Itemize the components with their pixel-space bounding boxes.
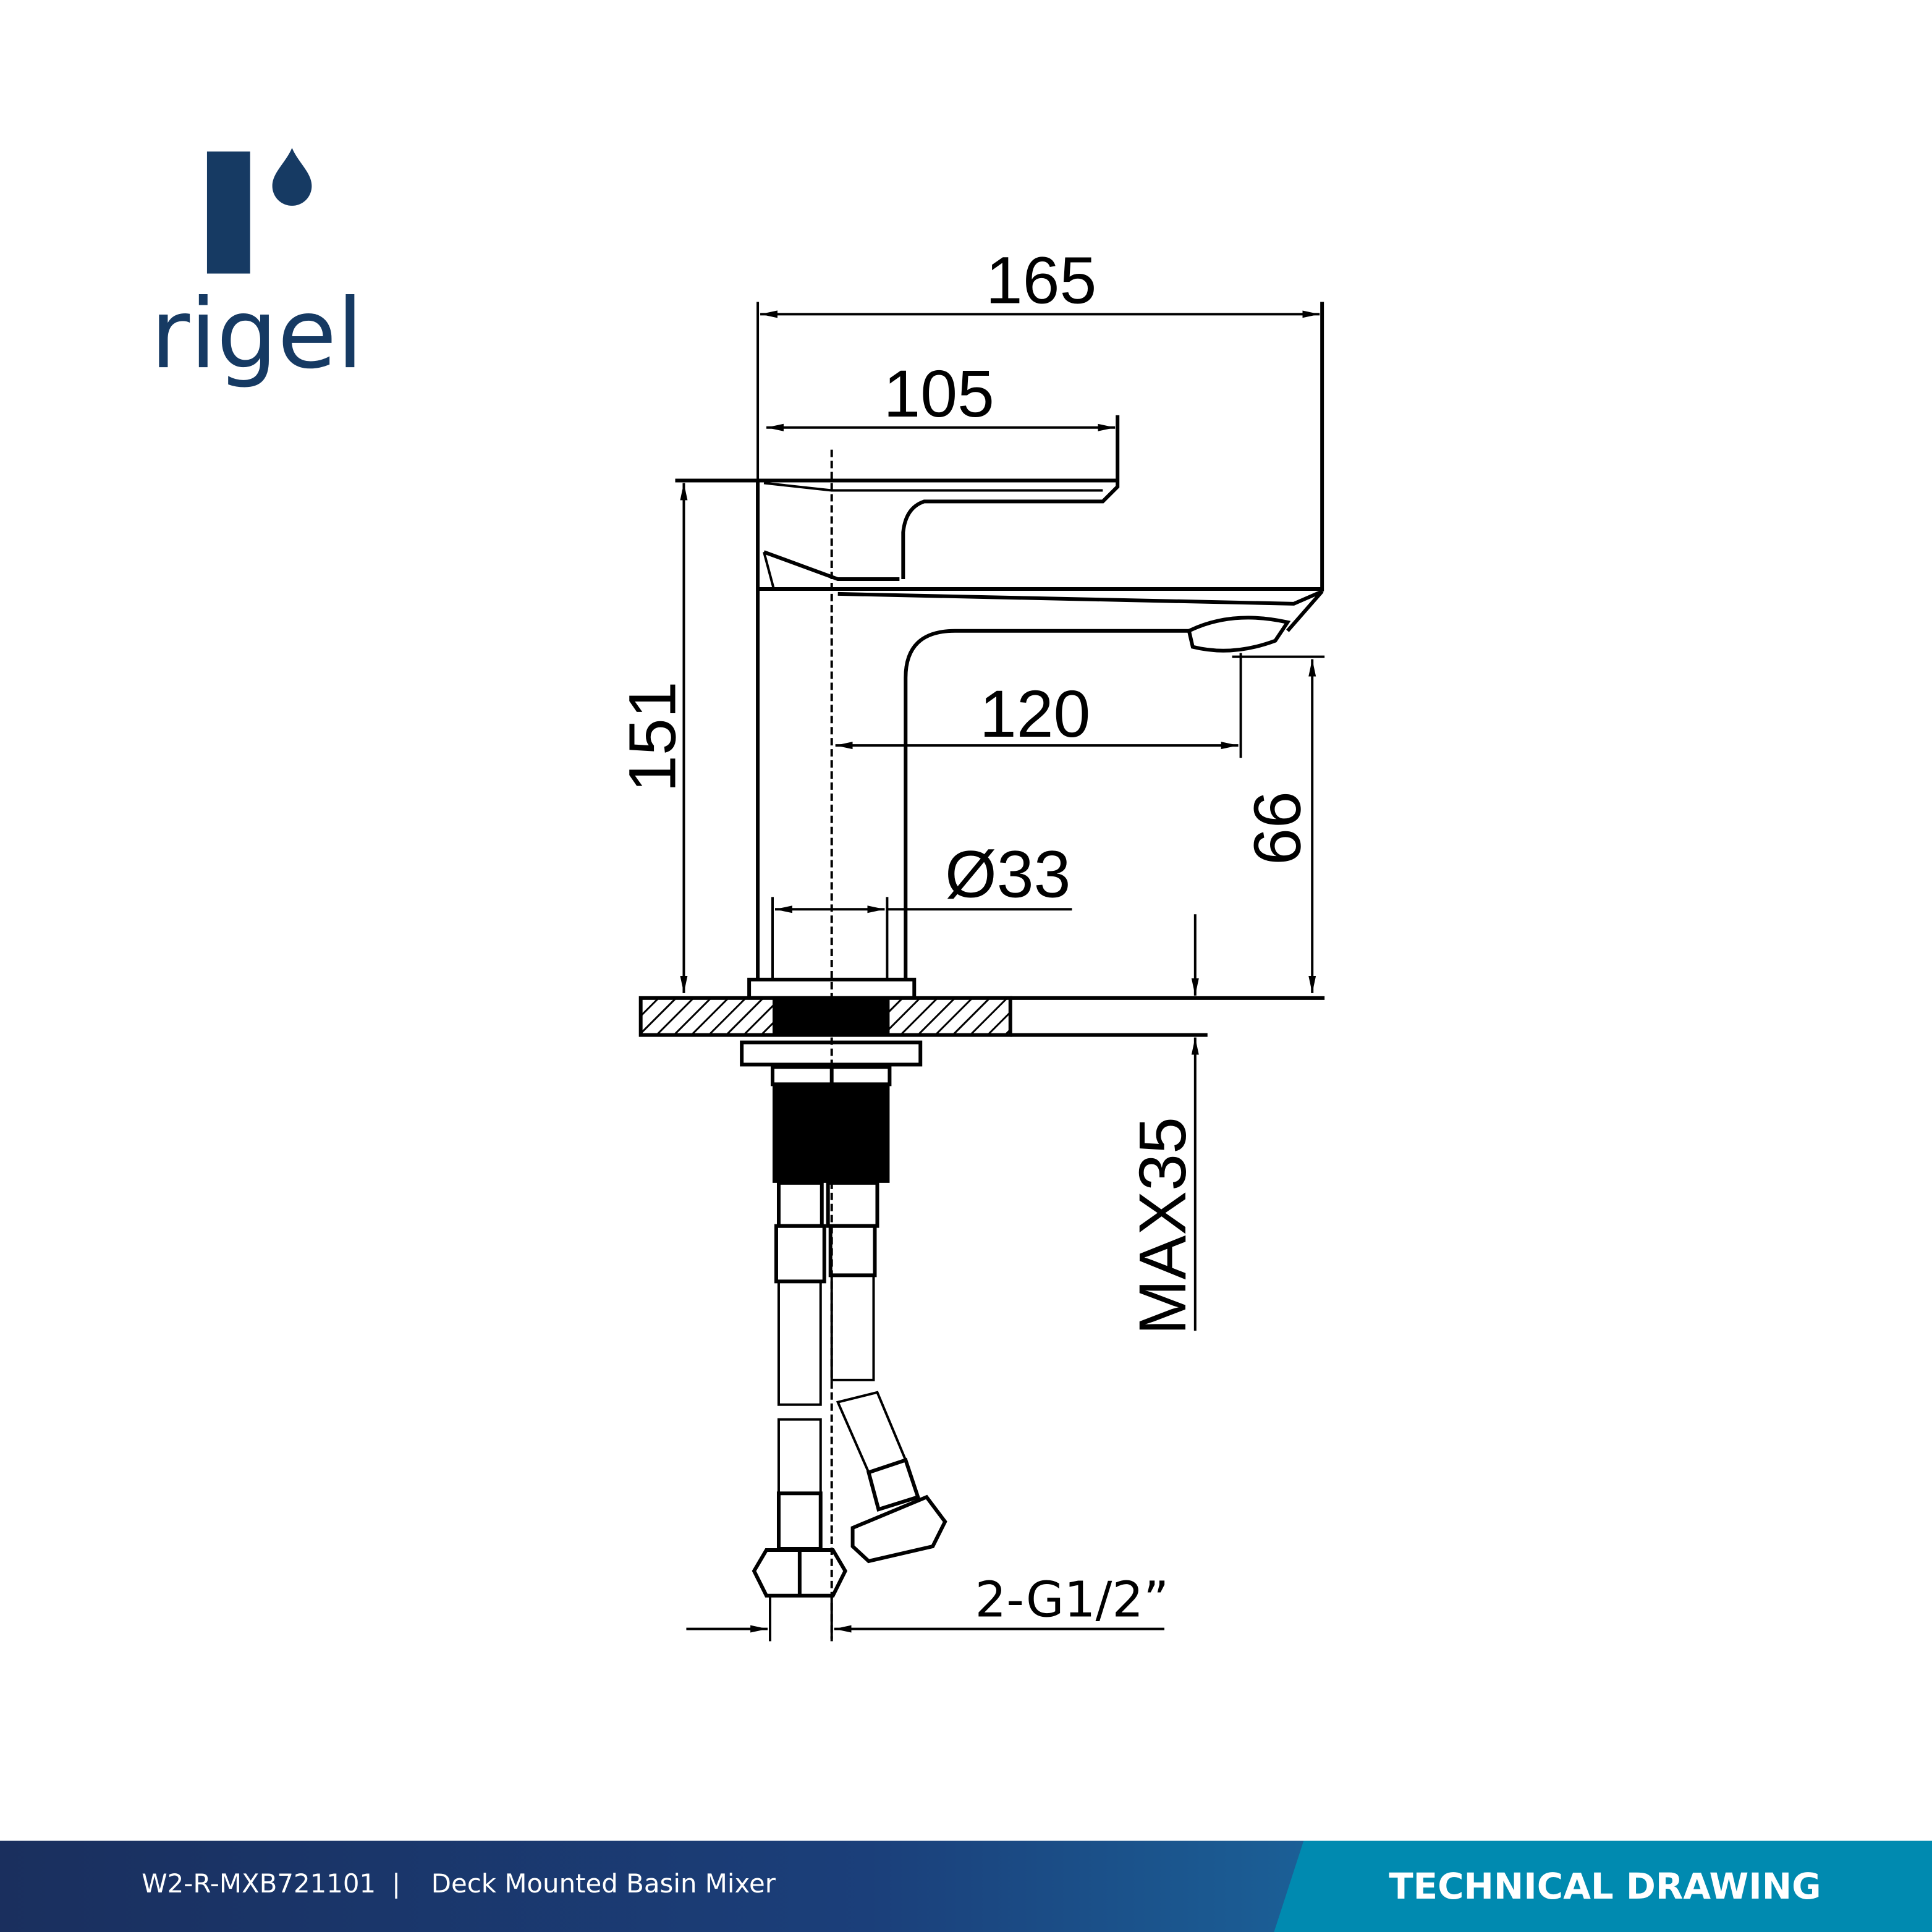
dim-max-deck-thickness: MAX35 <box>1125 1117 1200 1335</box>
dimension-lines <box>680 302 1325 1642</box>
dim-height: 151 <box>616 681 690 792</box>
dim-overall-length: 165 <box>986 243 1097 317</box>
footer-accent-panel <box>1274 1841 1932 1932</box>
water-drop-icon <box>272 148 312 206</box>
logo-mark <box>206 151 250 274</box>
dim-connection: 2-G1/2” <box>975 1571 1169 1629</box>
product-code: W2-R-MXB721101 <box>142 1868 376 1899</box>
dim-body-diameter: Ø33 <box>945 837 1070 911</box>
dim-spout-height: 99 <box>1240 791 1315 865</box>
footer-separator: | <box>392 1868 400 1899</box>
section-title: TECHNICAL DRAWING <box>1389 1865 1821 1907</box>
logo-wordmark: rigel <box>150 278 363 390</box>
rigel-logo: rigel <box>150 148 363 390</box>
dim-spout-reach: 120 <box>980 677 1091 751</box>
dim-handle-length: 105 <box>883 357 994 431</box>
deck-section <box>638 977 1325 1183</box>
footer-banner: W2-R-MXB721101 | Deck Mounted Basin Mixe… <box>0 1841 1932 1932</box>
product-name: Deck Mounted Basin Mixer <box>431 1868 776 1899</box>
flexible-hoses <box>752 1180 947 1598</box>
